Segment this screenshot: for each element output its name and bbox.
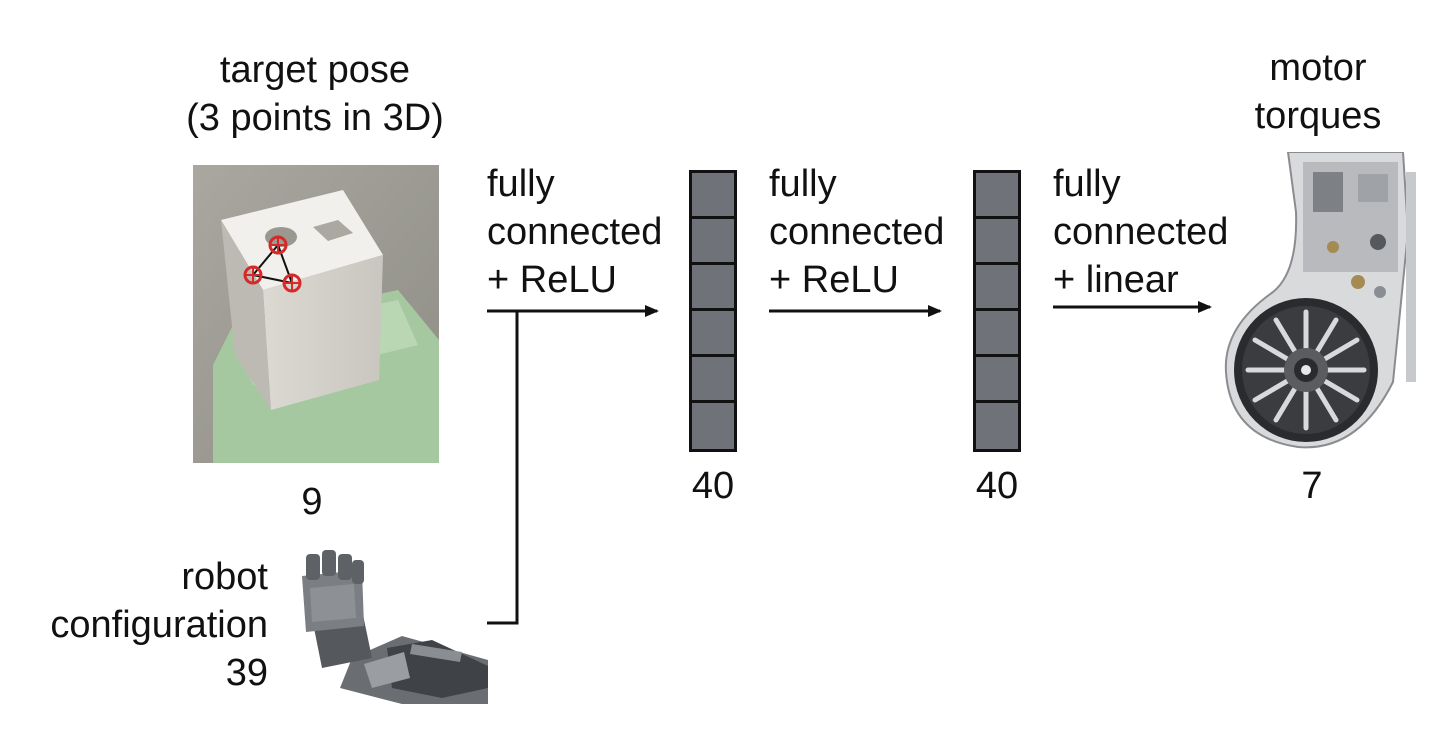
edge-label-2-line3: + ReLU — [769, 259, 899, 301]
edge-label-2-line1: fully — [769, 163, 837, 205]
target-pose-size: 9 — [301, 481, 323, 523]
target-pose-image — [193, 165, 439, 463]
robot-configuration-label: robot configuration 39 — [20, 553, 268, 697]
hidden-layer-2-unit — [976, 357, 1018, 403]
motor-torques-title-line2: torques — [1254, 95, 1382, 137]
edge-label-1: fully connected + ReLU — [487, 160, 662, 304]
motor-torques-size: 7 — [1301, 465, 1323, 507]
edge-label-2-line2: connected — [769, 211, 945, 253]
edge-label-2: fully connected + ReLU — [769, 160, 944, 304]
robot-configuration-line1: robot — [181, 556, 268, 598]
edge-label-1-line2: connected — [487, 211, 663, 253]
motor-torques-title-line1: motor — [1269, 47, 1367, 89]
target-pose-title: target pose (3 points in 3D) — [160, 46, 470, 142]
hidden-layer-1-unit — [692, 403, 734, 449]
target-points-markers — [243, 235, 302, 293]
motor-torques-title: motor torques — [1228, 44, 1408, 140]
target-pose-title-line1: target pose — [219, 49, 411, 91]
target-pose-title-line2: (3 points in 3D) — [186, 97, 444, 139]
robot-configuration-line2: configuration — [50, 604, 268, 646]
edge-label-3-line1: fully — [1053, 163, 1121, 205]
hidden-layer-2-unit — [976, 265, 1018, 311]
hidden-layer-1 — [689, 170, 737, 452]
motor-image — [1224, 152, 1416, 449]
hidden-layer-1-unit — [692, 265, 734, 311]
edge-label-1-line1: fully — [487, 163, 555, 205]
robot-hand-image — [302, 550, 488, 704]
hidden-layer-2 — [973, 170, 1021, 452]
hidden-layer-2-unit — [976, 219, 1018, 265]
hidden-layer-1-size: 40 — [691, 465, 735, 507]
hidden-layer-2-unit — [976, 311, 1018, 357]
robot-configuration-size: 39 — [225, 652, 268, 694]
hidden-layer-1-unit — [692, 311, 734, 357]
edge-label-3: fully connected + linear — [1053, 160, 1228, 304]
hidden-layer-2-size: 40 — [975, 465, 1019, 507]
hidden-layer-2-unit — [976, 403, 1018, 449]
robot-config-connector — [487, 311, 519, 625]
edge-label-1-line3: + ReLU — [487, 259, 617, 301]
hidden-layer-1-unit — [692, 219, 734, 265]
hidden-layer-1-unit — [692, 173, 734, 219]
hidden-layer-1-unit — [692, 357, 734, 403]
edge-label-3-line3: + linear — [1053, 259, 1179, 301]
edge-label-3-line2: connected — [1053, 211, 1229, 253]
hidden-layer-2-unit — [976, 173, 1018, 219]
